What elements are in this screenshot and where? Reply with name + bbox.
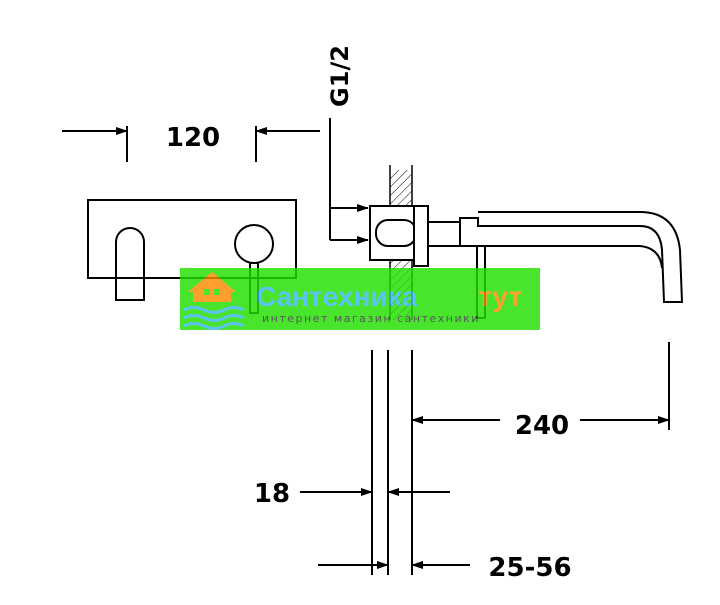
thread-leader — [329, 118, 369, 244]
dimension-120 — [62, 126, 320, 162]
dimension-label-120: 120 — [166, 123, 220, 153]
watermark-banner: Сантехника тут интернет магазин сантехни… — [180, 268, 540, 330]
spout-outlet-front — [115, 227, 145, 301]
valve-body-side — [369, 205, 429, 267]
dimension-label-18: 18 — [254, 479, 290, 509]
dimension-label-25-56: 25-56 — [488, 553, 571, 583]
dimension-label-240: 240 — [515, 411, 569, 441]
watermark-brand-accent: тут — [478, 281, 522, 312]
thread-label-g12: G1/2 — [326, 45, 354, 107]
watermark-tagline: интернет магазин сантехники — [262, 312, 480, 325]
lever-disc-front — [234, 224, 274, 264]
wall-plate-front — [87, 199, 297, 279]
house-logo-icon — [183, 272, 245, 330]
wall-reference-lines — [371, 342, 670, 575]
watermark-brand-main: Сантехника — [256, 281, 418, 312]
